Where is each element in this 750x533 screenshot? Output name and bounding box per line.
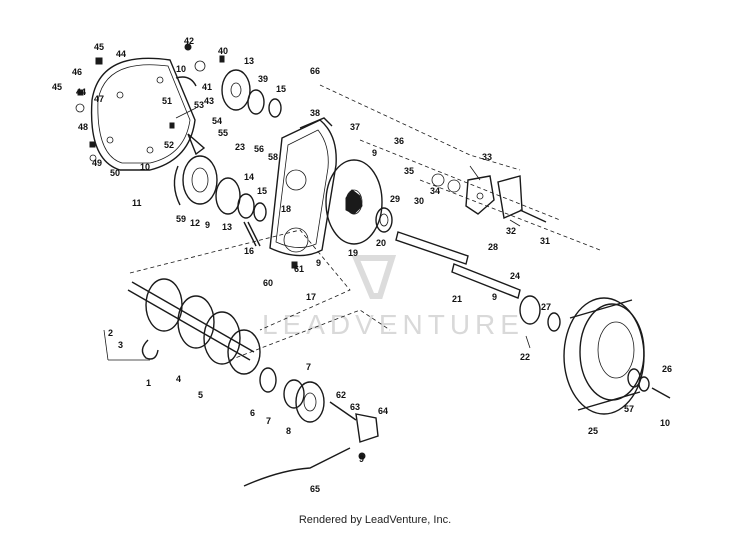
- part-label: 36: [394, 136, 404, 146]
- part-label: 34: [430, 186, 440, 196]
- part-label: 49: [92, 158, 102, 168]
- drive-shaft-assembly: [127, 278, 379, 487]
- jackshaft: [395, 231, 521, 299]
- part-label: 54: [212, 116, 222, 126]
- part-label: 30: [414, 196, 424, 206]
- part-label: 14: [244, 172, 254, 182]
- part-label: 20: [376, 238, 386, 248]
- part-label: 42: [184, 36, 194, 46]
- part-label: 57: [624, 404, 634, 414]
- part-label: 1: [146, 378, 151, 388]
- part-label: 6: [250, 408, 255, 418]
- part-label: 45: [94, 42, 104, 52]
- part-label: 35: [404, 166, 414, 176]
- part-label: 15: [257, 186, 267, 196]
- part-labels: 1 2 3 4 5 6 7 7 8 9 9 9 9 9 10 10 10 11 …: [52, 36, 672, 494]
- group-outlines: [129, 84, 601, 361]
- part-label: 55: [218, 128, 228, 138]
- part-label: 23: [235, 142, 245, 152]
- part-label: 7: [306, 362, 311, 372]
- part-label: 48: [78, 122, 88, 132]
- part-label: 3: [118, 340, 123, 350]
- part-label: 61: [294, 264, 304, 274]
- part-label: 38: [310, 108, 320, 118]
- chaincase-cover: [90, 57, 196, 171]
- part-label: 40: [218, 46, 228, 56]
- watermark: LEADVENTURE: [262, 255, 524, 340]
- part-label: 52: [164, 140, 174, 150]
- part-label: 59: [176, 214, 186, 224]
- part-label: 19: [348, 248, 358, 258]
- part-label: 21: [452, 294, 462, 304]
- chaincase-housing: [269, 117, 337, 269]
- part-label: 27: [541, 302, 551, 312]
- part-label: 37: [350, 122, 360, 132]
- hardware-upper-left: [75, 43, 225, 162]
- part-label: 11: [132, 198, 142, 208]
- part-label: 15: [276, 84, 286, 94]
- part-label: 13: [244, 56, 254, 66]
- part-label: 63: [350, 402, 360, 412]
- part-label: 50: [110, 168, 120, 178]
- part-label: 9: [492, 292, 497, 302]
- part-label: 62: [336, 390, 346, 400]
- part-label: 12: [190, 218, 200, 228]
- part-label: 31: [540, 236, 550, 246]
- part-label: 29: [390, 194, 400, 204]
- part-label: 25: [588, 426, 598, 436]
- part-label: 44: [76, 87, 86, 97]
- part-label: 28: [488, 242, 498, 252]
- part-label: 39: [258, 74, 268, 84]
- part-label: 51: [162, 96, 172, 106]
- part-label: 56: [254, 144, 264, 154]
- part-label: 44: [116, 49, 126, 59]
- part-label: 58: [268, 152, 278, 162]
- part-label: 65: [310, 484, 320, 494]
- part-label: 47: [94, 94, 104, 104]
- part-label: 10: [140, 162, 150, 172]
- part-label: 9: [359, 454, 364, 464]
- part-label: 60: [263, 278, 273, 288]
- part-label: 9: [372, 148, 377, 158]
- part-label: 16: [244, 246, 254, 256]
- part-label: 9: [205, 220, 210, 230]
- watermark-text: LEADVENTURE: [262, 309, 524, 340]
- part-label: 5: [198, 390, 203, 400]
- part-label: 66: [310, 66, 320, 76]
- part-label: 33: [482, 152, 492, 162]
- part-label: 10: [660, 418, 670, 428]
- part-label: 45: [52, 82, 62, 92]
- part-label: 18: [281, 204, 291, 214]
- sprockets-upper: [173, 69, 282, 247]
- part-label: 7: [266, 416, 271, 426]
- part-label: 22: [520, 352, 530, 362]
- part-label: 10: [176, 64, 186, 74]
- part-label: 24: [510, 271, 520, 281]
- part-label: 46: [72, 67, 82, 77]
- part-label: 8: [286, 426, 291, 436]
- part-label: 53: [194, 100, 204, 110]
- brake-bracket: [431, 173, 547, 223]
- drive-pulley: [519, 295, 671, 415]
- part-label: 41: [202, 82, 212, 92]
- part-label: 13: [222, 222, 232, 232]
- leader-lines: [103, 165, 531, 361]
- part-label: 9: [316, 258, 321, 268]
- part-label: 2: [108, 328, 113, 338]
- footer-credit: Rendered by LeadVenture, Inc.: [298, 514, 452, 526]
- brake-disc: [325, 159, 393, 245]
- part-label: 4: [176, 374, 181, 384]
- part-label: 32: [506, 226, 516, 236]
- part-label: 43: [204, 96, 214, 106]
- part-label: 26: [662, 364, 672, 374]
- part-label: 17: [306, 292, 316, 302]
- part-label: 64: [378, 406, 388, 416]
